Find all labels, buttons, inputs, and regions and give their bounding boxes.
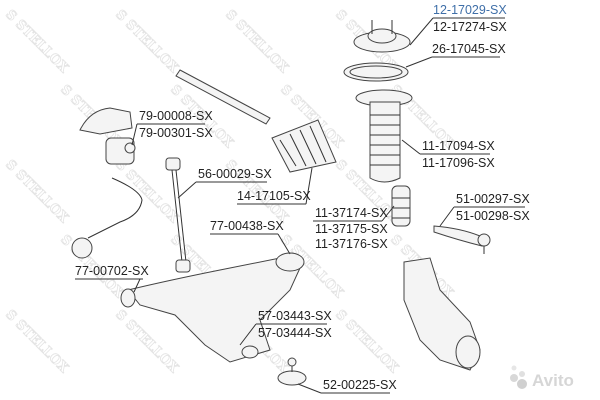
top-mount-drawing (353, 20, 411, 53)
tie-rod-drawing (175, 69, 271, 125)
avito-logo: Avito (510, 365, 574, 390)
steering-knuckle-drawing (403, 257, 481, 371)
label-79-00301[interactable]: 79-00301-SX (139, 126, 213, 140)
watermark-text: S STELLOX (112, 7, 181, 76)
stabilizer-bush-drawing (79, 107, 136, 165)
watermark-text: S STELLOX (2, 7, 71, 76)
label-57-03444[interactable]: 57-03444-SX (258, 326, 332, 340)
label-57-03443[interactable]: 57-03443-SX (258, 309, 332, 323)
tie-rod-end-drawing (433, 225, 491, 254)
label-51-00297[interactable]: 51-00297-SX (456, 192, 530, 206)
dust-boot-drawing (355, 89, 413, 183)
label-14-17105[interactable]: 14-17105-SX (237, 189, 311, 203)
leader-lines (75, 17, 525, 394)
label-11-17096[interactable]: 11-17096-SX (422, 156, 495, 170)
spring-pad-drawing (343, 62, 409, 82)
label-77-00702[interactable]: 77-00702-SX (75, 264, 149, 278)
label-79-00008[interactable]: 79-00008-SX (139, 109, 213, 123)
label-11-37174[interactable]: 11-37174-SX (315, 206, 388, 220)
label-56-00029[interactable]: 56-00029-SX (198, 167, 272, 181)
avito-logo-text: Avito (532, 371, 574, 390)
label-77-00438[interactable]: 77-00438-SX (210, 219, 284, 233)
bump-stop-drawing (391, 185, 411, 227)
label-11-17094[interactable]: 11-17094-SX (422, 139, 495, 153)
steering-boot-drawing (271, 119, 337, 173)
part-labels: 12-17029-SX 12-17274-SX 26-17045-SX 79-0… (75, 3, 530, 392)
watermark-text: S STELLOX (332, 307, 401, 376)
watermark-text: S STELLOX (112, 307, 181, 376)
label-12-17029[interactable]: 12-17029-SX (433, 3, 507, 17)
label-11-37175[interactable]: 11-37175-SX (315, 222, 388, 236)
watermark-text: S STELLOX (222, 7, 291, 76)
label-52-00225[interactable]: 52-00225-SX (323, 378, 397, 392)
watermark-text: S STELLOX (2, 157, 71, 226)
label-12-17274[interactable]: 12-17274-SX (433, 20, 507, 34)
control-arm-drawing (120, 252, 305, 363)
label-11-37176[interactable]: 11-37176-SX (315, 237, 388, 251)
watermark-text: S STELLOX (2, 307, 71, 376)
stabilizer-bar-drawing (71, 177, 143, 259)
label-51-00298[interactable]: 51-00298-SX (456, 209, 530, 223)
ball-joint-drawing (277, 357, 307, 386)
label-26-17045[interactable]: 26-17045-SX (432, 42, 506, 56)
stabilizer-link-drawing (165, 157, 191, 273)
